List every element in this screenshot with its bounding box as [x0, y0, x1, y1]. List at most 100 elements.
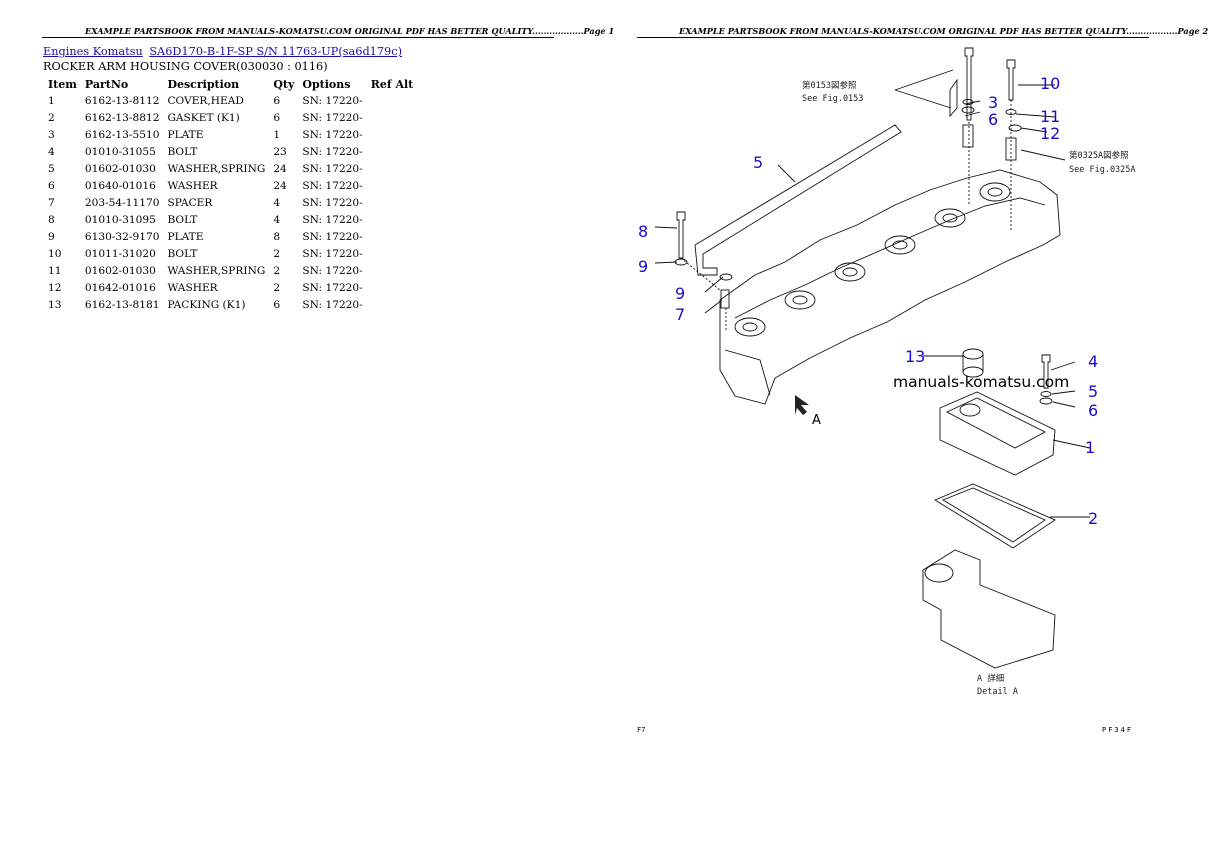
cell-refalt — [367, 296, 418, 313]
cell-partno: 01010-31095 — [84, 213, 156, 226]
callout-2: 2 — [1088, 509, 1098, 528]
housing-outline — [719, 169, 1061, 405]
callout-13: 13 — [905, 347, 925, 366]
header-rule — [42, 37, 554, 38]
housing-detail — [922, 549, 1056, 669]
ref-0325-en: See Fig.0325A — [1069, 165, 1136, 175]
table-row: 7 203-54-11170 SPACER 4 SN: 17220- — [44, 194, 417, 211]
footer-left: F7 — [637, 726, 646, 734]
cell-partno: 01011-31020 — [84, 247, 156, 260]
callout-9: 9 — [638, 257, 648, 276]
ref-0325-jp: 第0325A図参照 — [1069, 150, 1129, 161]
cell-qty: 1 — [273, 128, 281, 141]
callout-5: 3 — [988, 93, 998, 112]
cell-qty: 2 — [273, 281, 281, 294]
cell-qty: 8 — [273, 230, 281, 243]
cell-item: 2 — [48, 111, 55, 124]
cell-partno: 6162-13-8812 — [84, 111, 160, 124]
diagram-page: EXAMPLE PARTSBOOK FROM MANUALS-KOMATSU.C… — [595, 0, 1208, 842]
callout-4: 4 — [1088, 352, 1098, 371]
cover-pad — [959, 403, 981, 417]
cell-description: PLATE — [167, 128, 204, 141]
cell-description: SPACER — [167, 196, 213, 209]
spacer-part-7 — [720, 289, 730, 309]
header-text: EXAMPLE PARTSBOOK FROM MANUALS-KOMATSU.C… — [85, 26, 584, 36]
header-text: EXAMPLE PARTSBOOK FROM MANUALS-KOMATSU.C… — [679, 26, 1178, 36]
cell-options: SN: 17220- — [302, 179, 363, 192]
packing-part-13 — [962, 354, 984, 372]
cell-item: 13 — [48, 298, 62, 311]
parts-list-page: EXAMPLE PARTSBOOK FROM MANUALS-KOMATSU.C… — [0, 0, 614, 842]
cell-description: BOLT — [167, 213, 198, 226]
ref-0153-jp: 第0153図参照 — [802, 80, 857, 91]
callout-1: 1 — [1085, 438, 1095, 457]
cell-partno: 01640-01016 — [84, 179, 156, 192]
cell-refalt — [367, 143, 418, 160]
cell-refalt — [367, 245, 418, 262]
cell-options: SN: 17220- — [302, 264, 363, 277]
breadcrumb-link-model[interactable]: SA6D170-B-1F-SP S/N 11763-UP(sa6d179c) — [149, 45, 402, 58]
leader-lines — [654, 84, 1091, 518]
plate-part-3 — [694, 124, 902, 276]
spacer-part-7 — [962, 124, 974, 148]
cell-refalt — [367, 126, 418, 143]
gasket-part-2 — [934, 483, 1056, 549]
cell-partno: 01642-01016 — [84, 281, 156, 294]
col-header-refalt: Ref Alt — [370, 77, 414, 91]
callout-3: 5 — [753, 153, 763, 172]
page-header: EXAMPLE PARTSBOOK FROM MANUALS-KOMATSU.C… — [679, 26, 1208, 36]
table-header-row: Item PartNo Description Qty Options Ref … — [44, 76, 417, 92]
cell-refalt — [367, 228, 418, 245]
gasket-part-2-inner — [941, 487, 1046, 543]
cell-description: PACKING (K1) — [167, 298, 246, 311]
cell-description: PLATE — [167, 230, 204, 243]
cell-item: 7 — [48, 196, 55, 209]
cell-partno: 01602-01030 — [84, 264, 156, 277]
footer-right: PF34F — [1102, 726, 1134, 734]
cell-options: SN: 17220- — [302, 230, 363, 243]
plate-bracket — [949, 78, 958, 118]
view-label: A — [812, 413, 821, 428]
breadcrumb-link-engines[interactable]: Engines Komatsu — [43, 45, 143, 58]
cell-partno: 6130-32-9170 — [84, 230, 160, 243]
callout-5b: 5 — [1088, 382, 1098, 401]
cover-pad — [934, 208, 966, 228]
watermark: manuals-komatsu.com — [893, 373, 1070, 391]
cell-qty: 2 — [273, 247, 281, 260]
cell-refalt — [367, 160, 418, 177]
housing-detail-bore — [924, 563, 954, 583]
washer-part-5-detail — [1040, 391, 1052, 397]
washer-part-6-detail — [1039, 397, 1053, 405]
cover-pad — [884, 235, 916, 255]
col-header-qty: Qty — [273, 77, 295, 91]
cover-pad — [834, 262, 866, 282]
cell-qty: 24 — [273, 162, 287, 175]
cell-qty: 2 — [273, 264, 281, 277]
cell-description: BOLT — [167, 145, 198, 158]
cover-pad — [942, 213, 958, 223]
cell-options: SN: 17220- — [302, 145, 363, 158]
header-rule — [637, 37, 1149, 38]
parts-table: Item PartNo Description Qty Options Ref … — [44, 76, 417, 313]
detail-label-jp: A 詳細 — [977, 673, 1004, 684]
cell-qty: 6 — [273, 94, 281, 107]
cover-pad — [842, 267, 858, 277]
guide-lines — [680, 100, 1012, 330]
cell-options: SN: 17220- — [302, 298, 363, 311]
cell-partno: 6162-13-8181 — [84, 298, 160, 311]
exploded-parts-diagram: 第0153図参照 See Fig.0153 第0325A図参照 See Fig.… — [638, 47, 1136, 697]
cell-options: SN: 17220- — [302, 213, 363, 226]
cell-options: SN: 17220- — [302, 196, 363, 209]
cell-description: WASHER — [167, 179, 218, 192]
cover-pad — [784, 290, 816, 310]
cell-partno: 203-54-11170 — [84, 196, 160, 209]
cell-partno: 6162-13-5510 — [84, 128, 160, 141]
cell-qty: 24 — [273, 179, 287, 192]
cell-refalt — [367, 211, 418, 228]
cell-qty: 4 — [273, 196, 281, 209]
